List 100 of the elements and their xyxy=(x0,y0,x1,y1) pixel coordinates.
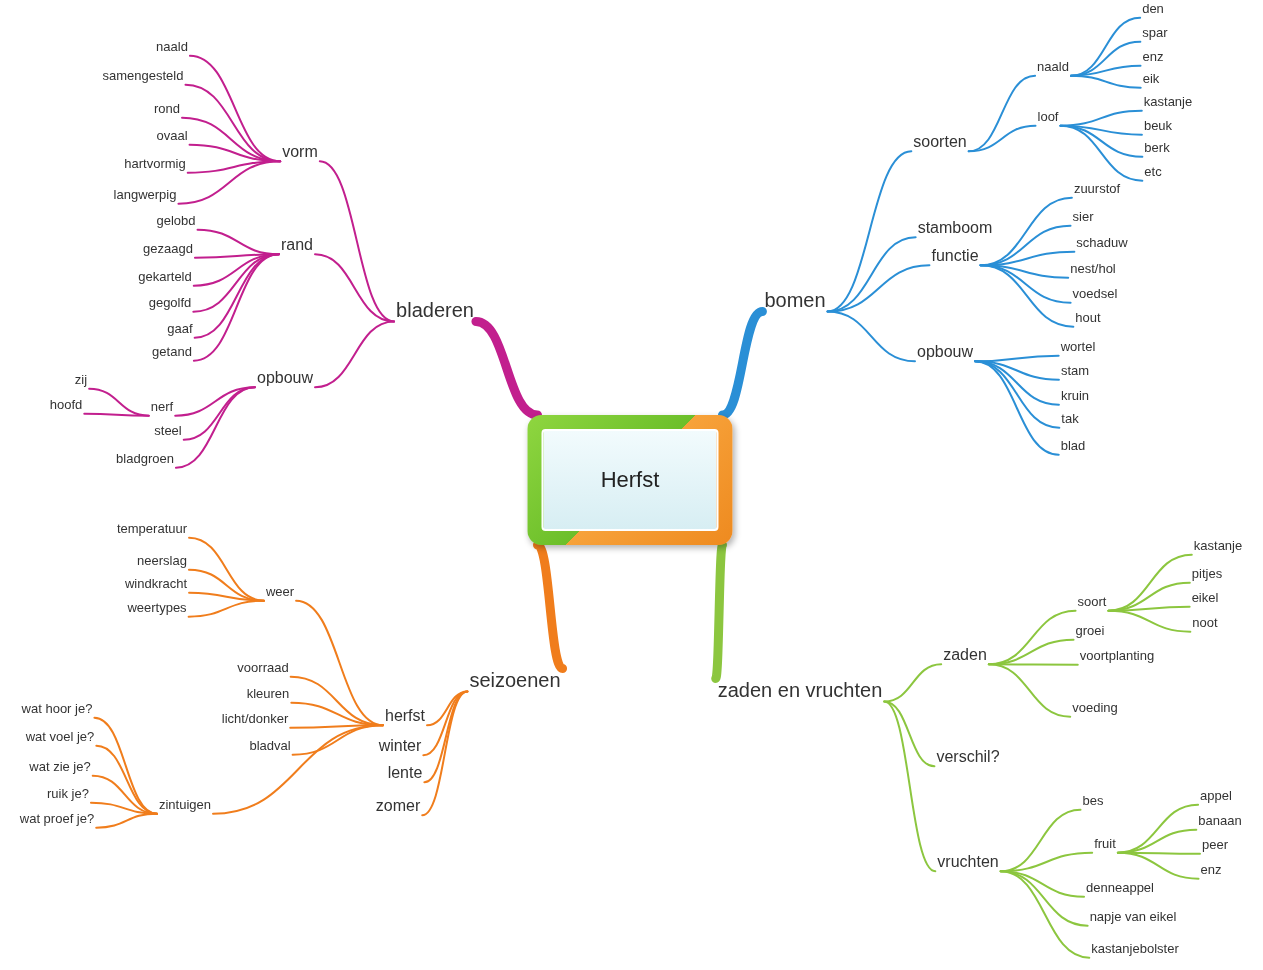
branch-line xyxy=(1069,16,1142,77)
branch-label: verschil? xyxy=(934,747,1002,767)
main-branch-label: bladeren xyxy=(394,298,476,322)
branch-line xyxy=(1069,74,1142,89)
branch-label: noot xyxy=(1190,616,1220,632)
branch-line xyxy=(1107,553,1193,612)
branch-line xyxy=(174,386,256,417)
branch-label: fruit xyxy=(1092,837,1118,853)
branch-line xyxy=(91,774,158,815)
branch-label: ruik je? xyxy=(45,787,91,803)
main-branch-label: zaden en vruchten xyxy=(715,678,885,702)
branch-label: gelobd xyxy=(154,214,198,230)
branch-label: groei xyxy=(1073,624,1107,640)
branch-label: kastanje xyxy=(1141,95,1195,111)
branch-label: naald xyxy=(154,40,190,56)
branch-label: gezaagd xyxy=(141,242,195,258)
branch-label: enz xyxy=(1198,863,1224,879)
branch-label: winter xyxy=(376,736,424,756)
branch-label: opbouw xyxy=(915,342,975,362)
branch-label: voorraad xyxy=(235,661,291,677)
branch-label: kastanje xyxy=(1191,539,1245,555)
branch-label: samengesteld xyxy=(100,69,186,85)
branch-label: zij xyxy=(72,373,90,389)
branch-label: rond xyxy=(152,102,182,118)
branch-line xyxy=(83,412,150,417)
branch-label: getand xyxy=(150,345,194,361)
branch-line xyxy=(177,160,282,205)
branch-label: gegolfd xyxy=(146,296,194,312)
branch-line xyxy=(421,690,469,817)
branch-line xyxy=(1059,124,1144,182)
branch-label: zomer xyxy=(373,796,423,816)
branch-label: windkracht xyxy=(122,577,190,593)
branch-label: wat voel je? xyxy=(23,730,97,746)
branch-label: denneappel xyxy=(1084,881,1156,897)
branch-label: nest/hol xyxy=(1068,262,1118,278)
branch-label: bladval xyxy=(247,739,293,755)
branch-label: vorm xyxy=(280,142,320,162)
branch-label: kleuren xyxy=(244,687,292,703)
branch-label: appel xyxy=(1198,789,1234,805)
branch-label: den xyxy=(1140,2,1166,18)
branch-line xyxy=(979,264,1075,328)
branch-label: ovaal xyxy=(154,129,190,145)
branch-label: voortplanting xyxy=(1077,649,1157,665)
branch-line xyxy=(974,360,1060,456)
branch-line xyxy=(95,812,158,829)
branch-label: stam xyxy=(1058,364,1092,380)
branch-label: gaaf xyxy=(165,322,195,338)
branch-label: etc xyxy=(1142,165,1164,181)
main-branch-label: bomen xyxy=(762,288,828,312)
branch-label: zuurstof xyxy=(1071,182,1123,198)
branch-line xyxy=(987,663,1072,718)
branch-label: peer xyxy=(1200,838,1230,854)
branch-label: voedsel xyxy=(1070,287,1120,303)
branch-label: eik xyxy=(1140,72,1162,88)
branch-label: enz xyxy=(1140,50,1166,66)
branch-line xyxy=(826,264,931,313)
branch-label: hoofd xyxy=(47,398,85,414)
branch-label: hout xyxy=(1073,311,1103,327)
branch-label: zaden xyxy=(941,645,989,665)
branch-label: bes xyxy=(1080,794,1106,810)
branch-label: nerf xyxy=(148,400,176,416)
branch-label: herfst xyxy=(383,706,427,726)
branch-label: neerslag xyxy=(135,554,189,570)
branch-label: eikel xyxy=(1189,591,1221,607)
branch-label: kruin xyxy=(1058,389,1092,405)
branch-line xyxy=(188,536,265,602)
branch-label: opbouw xyxy=(255,368,315,388)
branch-label: napje van eikel xyxy=(1087,910,1179,926)
branch-label: soorten xyxy=(911,132,969,152)
topic-title: Herfst xyxy=(600,467,660,493)
branch-label: pitjes xyxy=(1189,567,1225,583)
branch-label: hartvormig xyxy=(122,157,188,173)
branch-label: naald xyxy=(1035,60,1071,76)
branch-line xyxy=(1116,851,1200,880)
branch-label: blad xyxy=(1058,439,1088,455)
branch-label: beuk xyxy=(1141,119,1175,135)
branch-label: spar xyxy=(1140,26,1170,42)
branch-label: functie xyxy=(929,246,981,266)
branch-line xyxy=(967,124,1037,153)
branch-label: gekarteld xyxy=(136,270,194,286)
branch-label: berk xyxy=(1142,141,1172,157)
branch-label: schaduw xyxy=(1074,236,1130,252)
branch-label: soort xyxy=(1075,595,1109,611)
branch-line xyxy=(314,253,396,323)
branch-label: steel xyxy=(152,424,184,440)
branch-label: stamboom xyxy=(915,218,995,238)
branch-label: weertypes xyxy=(125,601,189,617)
branch-label: tak xyxy=(1059,412,1081,428)
branch-label: rand xyxy=(279,235,315,255)
branch-label: weer xyxy=(263,585,297,601)
branch-label: banaan xyxy=(1196,814,1244,830)
branch-label: sier xyxy=(1070,210,1096,226)
branch-line xyxy=(192,253,280,362)
branch-line xyxy=(192,253,280,287)
branch-line xyxy=(826,310,916,363)
branch-label: temperatuur xyxy=(114,522,190,538)
branch-label: wat hoor je? xyxy=(19,702,95,718)
branch-label: licht/donker xyxy=(219,712,291,728)
branch-label: zintuigen xyxy=(157,798,213,814)
branch-line xyxy=(212,724,384,815)
